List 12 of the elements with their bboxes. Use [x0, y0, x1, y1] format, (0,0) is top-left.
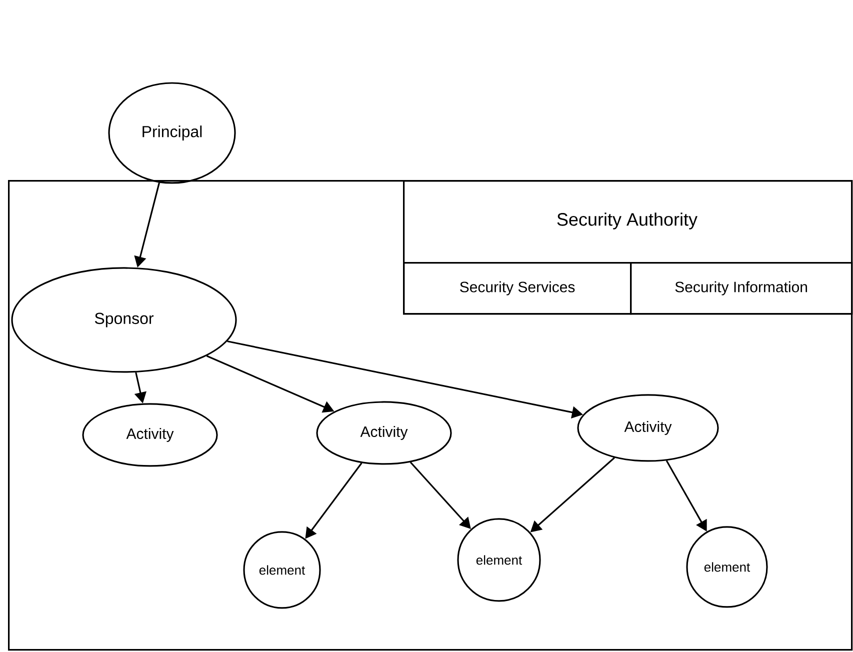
ellipse-node: Activity — [577, 394, 719, 462]
circle-node: element — [243, 531, 321, 609]
ellipse-node: Principal — [108, 82, 236, 184]
circle-node: element — [457, 518, 541, 602]
circle-node: element — [686, 526, 768, 608]
table-cell: Security Services — [403, 262, 632, 315]
frame-box — [8, 180, 853, 651]
ellipse-node: Activity — [82, 403, 218, 467]
ellipse-node: Activity — [316, 401, 452, 465]
ellipse-node: Sponsor — [11, 267, 237, 373]
arrow — [410, 462, 471, 529]
table-cell: Security Information — [630, 262, 853, 315]
